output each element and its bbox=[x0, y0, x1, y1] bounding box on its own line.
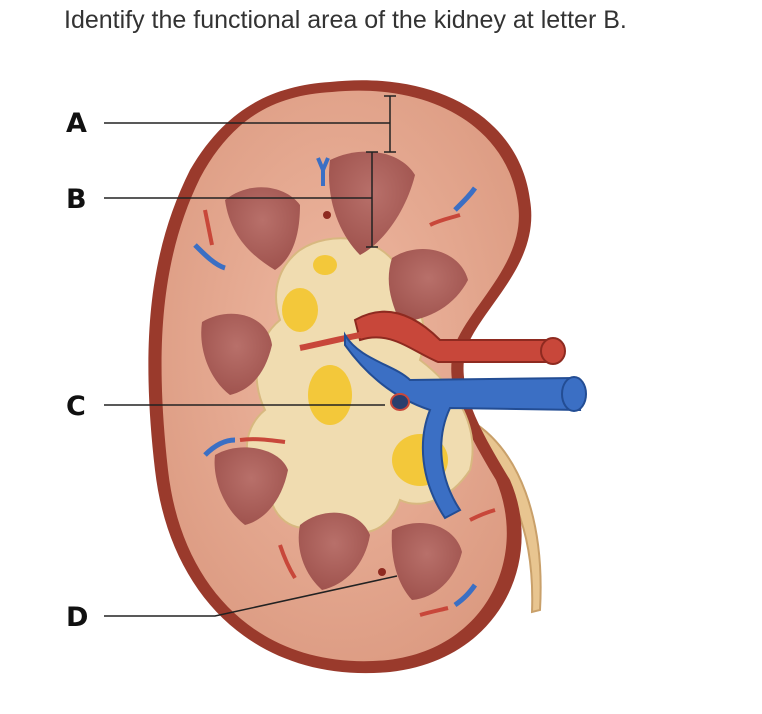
vessel-cross-section bbox=[390, 393, 410, 411]
label-d: D bbox=[66, 602, 88, 633]
renal-pyramid bbox=[201, 313, 272, 395]
cortical-artery bbox=[429, 213, 461, 227]
cortical-vein bbox=[193, 243, 226, 271]
renal-pyramid bbox=[298, 512, 370, 590]
label-a: A bbox=[66, 108, 87, 139]
bracket-a bbox=[384, 95, 396, 153]
question-text: Identify the functional area of the kidn… bbox=[64, 6, 627, 34]
vessel-dot bbox=[378, 568, 386, 576]
cortical-artery bbox=[239, 437, 286, 444]
renal-pyramid bbox=[225, 187, 300, 270]
label-b: B bbox=[66, 184, 87, 215]
cortical-vein bbox=[453, 583, 478, 608]
leader-line-d bbox=[104, 575, 398, 617]
fat-pocket bbox=[282, 288, 318, 332]
cortical-vein bbox=[203, 437, 236, 457]
cortical-vein bbox=[316, 157, 330, 186]
renal-pyramid bbox=[391, 523, 462, 600]
artery-opening bbox=[540, 337, 566, 365]
vein-opening bbox=[561, 376, 587, 412]
renal-pyramid bbox=[388, 249, 468, 322]
vessel-dot bbox=[323, 211, 331, 219]
cortical-artery bbox=[203, 209, 214, 246]
label-c: C bbox=[66, 391, 86, 422]
fat-pocket bbox=[313, 255, 337, 275]
renal-pyramid bbox=[214, 447, 288, 525]
fat-pocket bbox=[308, 365, 352, 425]
cortical-artery bbox=[419, 606, 449, 617]
artery-branch bbox=[299, 332, 361, 351]
cortical-artery bbox=[469, 508, 496, 522]
bracket-b bbox=[366, 151, 378, 248]
cortical-vein bbox=[453, 186, 478, 212]
cortical-artery bbox=[278, 544, 297, 580]
